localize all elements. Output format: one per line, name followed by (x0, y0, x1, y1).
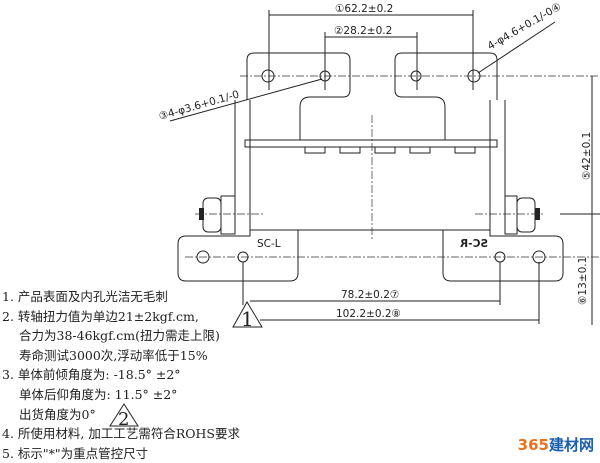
marker-1: 1 (241, 307, 254, 331)
dim-13: ⑥13±0.1 (577, 257, 589, 305)
dim-62-2: ①62.2±0.2 (335, 3, 393, 15)
top-left-plate (246, 52, 351, 140)
note-line: 3. 单体前倾角度为: -18.5° ±2° (2, 367, 181, 383)
note-line: 单体后仰角度为: 11.5° ±2° (19, 386, 178, 402)
marker-triangle-2 (109, 403, 139, 427)
bottom-left-plate (177, 230, 299, 282)
dim-42: ⑤42±0.1 (581, 132, 593, 180)
dim-78-2: 78.2±0.2⑦ (341, 289, 399, 301)
dim-28-2: ②28.2±0.2 (334, 25, 392, 37)
watermark-logo: 365建材网 (517, 436, 594, 454)
label-sc-r: SC-R (460, 238, 488, 250)
note-line: 合力为38-46kgf.cm(扭力需走上限) (19, 328, 220, 344)
dim-hole-3-6: ③4-φ3.6+0.1/-0 (158, 88, 241, 122)
note-line: 5. 标示"*"为重点管控尺寸 (2, 445, 149, 461)
label-sc-l: SC-L (257, 238, 281, 250)
technical-notes: 1. 产品表面及内孔光洁无毛刺 2. 转轴扭力值为单边21±2kgf.cm, 合… (2, 287, 240, 463)
note-line: 寿命测试3000次,浮动率低于15% (19, 347, 208, 363)
note-line: 2. 转轴扭力值为单边21±2kgf.cm, (2, 308, 199, 324)
marker-triangle-1 (232, 301, 263, 328)
dim-hole-4-6: 4-φ4.6+0.1/-0④ (486, 1, 564, 53)
top-right-plate (394, 52, 498, 140)
right-nut (504, 195, 540, 235)
note-line: 出货角度为0° (19, 406, 96, 422)
note-line: 4. 所使用材料, 加工工艺需符合ROHS要求 (2, 426, 240, 442)
bottom-right-plate (442, 230, 564, 282)
dim-102-2: 102.2±0.2⑧ (336, 308, 401, 320)
marker-2: 2 (118, 409, 129, 430)
note-line: 1. 产品表面及内孔光洁无毛刺 (2, 289, 168, 304)
left-nut (199, 195, 236, 235)
